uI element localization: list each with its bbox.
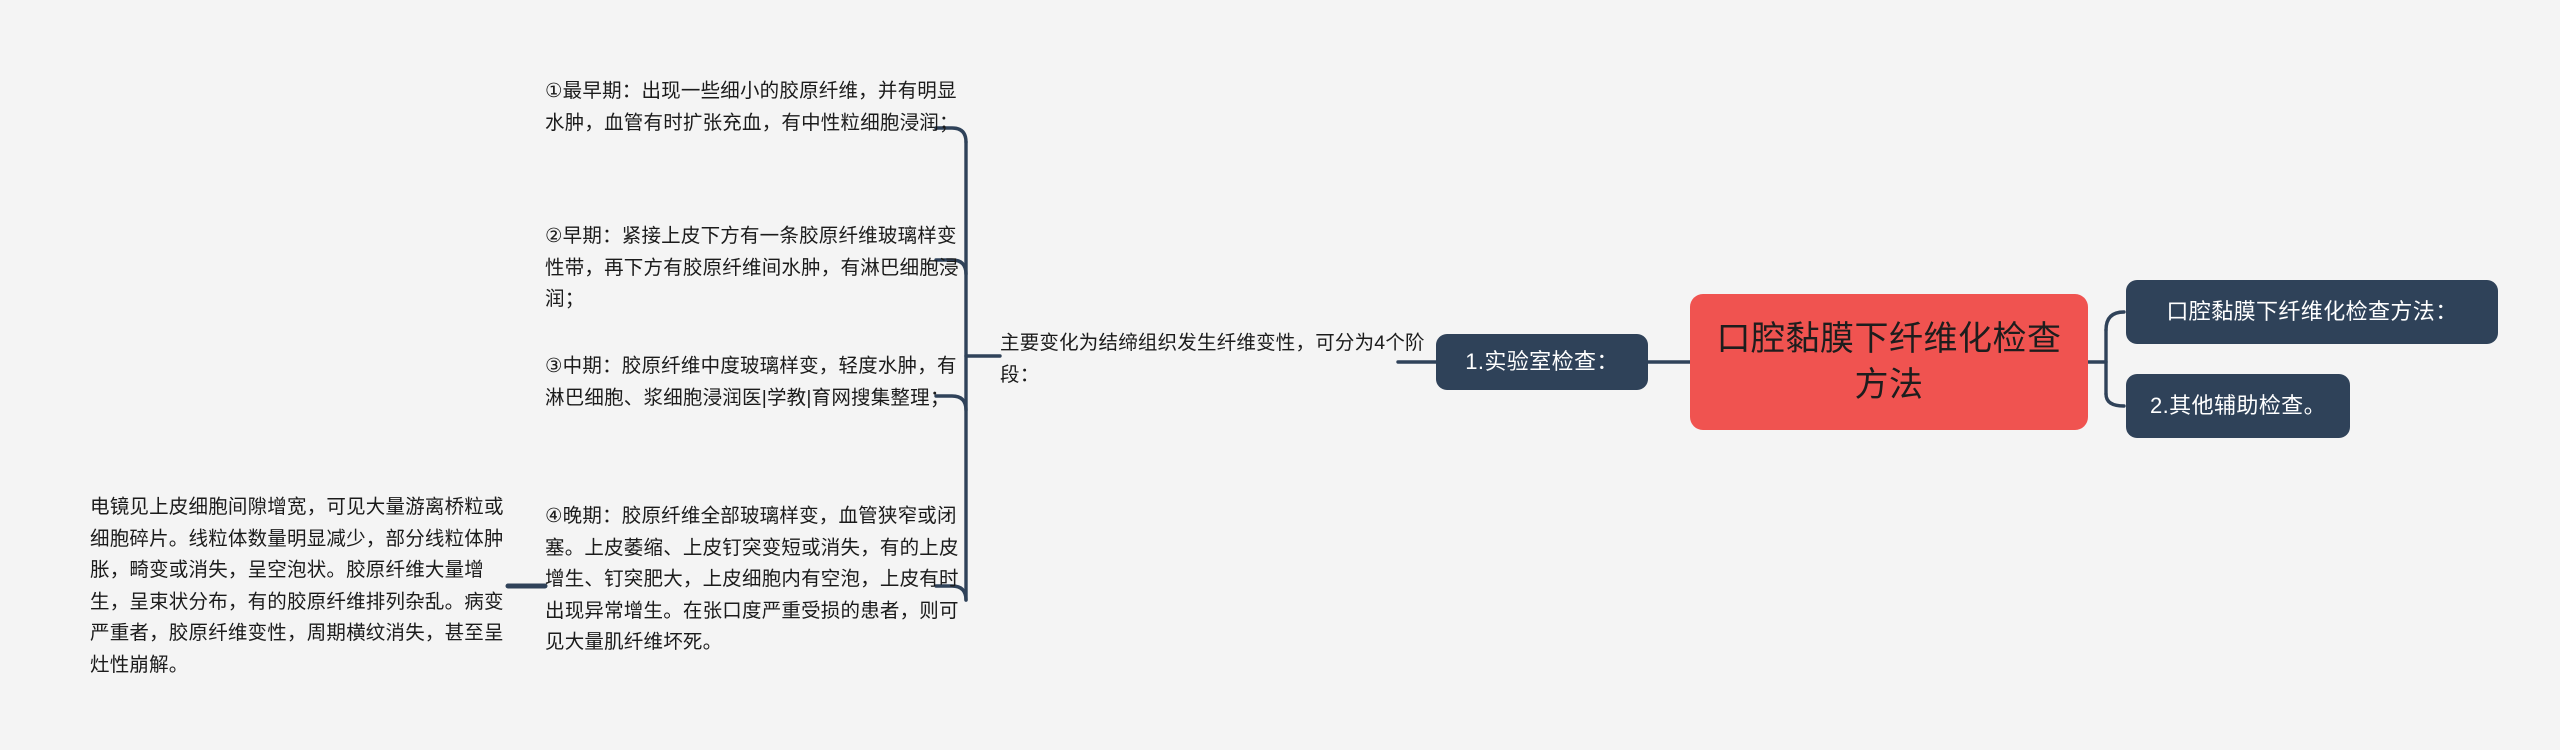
stage-1-text: ①最早期：出现一些细小的胶原纤维，并有明显水肿，血管有时扩张充血，有中性粒细胞浸…	[545, 80, 959, 134]
link-to-other	[2104, 392, 2126, 408]
node-root-title[interactable]: 口腔黏膜下纤维化检查方法	[1690, 294, 2088, 430]
link-to-methods	[2104, 310, 2126, 332]
electron-microscopy-text: 电镜见上皮细胞间隙增宽，可见大量游离桥粒或细胞碎片。线粒体数量明显减少，部分线粒…	[90, 496, 504, 676]
stage-3-text: ③中期：胶原纤维中度玻璃样变，轻度水肿，有淋巴细胞、浆细胞浸润医|学教|育网搜集…	[545, 355, 957, 409]
summary-text: 主要变化为结缔组织发生纤维变性，可分为4个阶段：	[1000, 332, 1425, 386]
node-other-auxiliary-examination[interactable]: 2.其他辅助检查。	[2126, 374, 2350, 438]
node-lab-examination[interactable]: 1.实验室检查：	[1436, 334, 1648, 390]
node-examination-methods[interactable]: 口腔黏膜下纤维化检查方法：	[2126, 280, 2498, 344]
stage-4-text: ④晚期：胶原纤维全部玻璃样变，血管狭窄或闭塞。上皮萎缩、上皮钉突变短或消失，有的…	[545, 505, 959, 654]
stage-2-text: ②早期：紧接上皮下方有一条胶原纤维玻璃样变性带，再下方有胶原纤维间水肿，有淋巴细…	[545, 225, 959, 311]
